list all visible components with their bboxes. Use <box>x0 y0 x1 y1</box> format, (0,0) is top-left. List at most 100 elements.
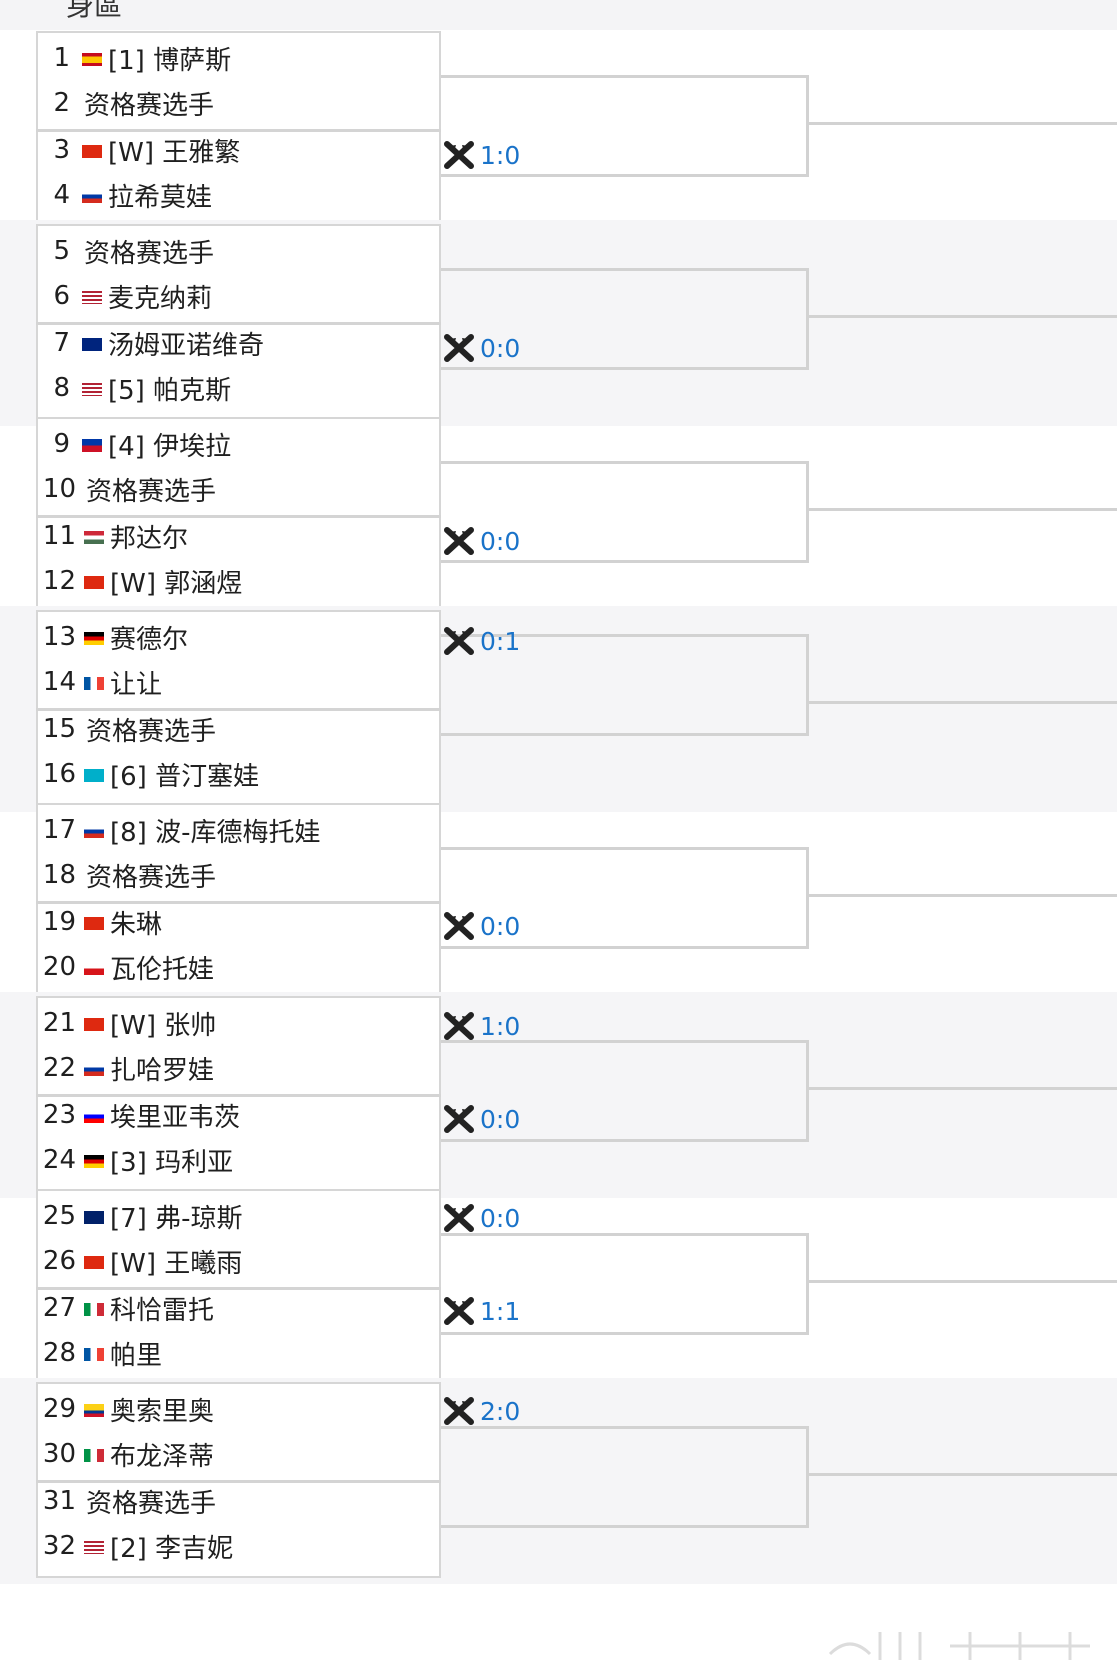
next-round-connector <box>441 634 809 736</box>
player-name: [W] 郭涵煜 <box>110 568 243 599</box>
player-name: [W] 张帅 <box>110 1010 217 1041</box>
player-name: 赛德尔 <box>110 624 189 655</box>
draw-number: 5 <box>53 236 70 266</box>
versus-icon <box>444 1105 474 1133</box>
player-row[interactable]: 16[6] 普汀塞娃 <box>38 750 438 798</box>
player-row[interactable]: 20 瓦伦托娃 <box>38 943 438 991</box>
player-row[interactable]: 21 [W] 张帅 <box>38 999 438 1047</box>
player-row[interactable]: 17[8] 波-库德梅托娃 <box>38 806 438 854</box>
connector-line <box>809 315 1117 318</box>
head-to-head-score[interactable]: 1:1 <box>444 1293 520 1329</box>
connector-line <box>809 122 1117 125</box>
head-to-head-score[interactable]: 2:0 <box>444 1393 520 1429</box>
player-row[interactable]: 9[4] 伊埃拉 <box>38 420 438 468</box>
player-name: [8] 波-库德梅托娃 <box>110 817 321 848</box>
head-to-head-score[interactable]: 1:0 <box>444 1008 520 1044</box>
draw-number: 22 <box>42 1053 76 1083</box>
player-row[interactable]: 8[5] 帕克斯 <box>38 364 438 412</box>
player-row[interactable]: 1[1] 博萨斯 <box>38 34 438 82</box>
divider <box>36 129 441 132</box>
country-flag-icon <box>84 1403 104 1417</box>
connector-line <box>809 894 1117 897</box>
versus-icon <box>444 627 474 655</box>
player-name: 帕里 <box>110 1340 163 1371</box>
draw-number: 20 <box>42 952 76 982</box>
divider <box>36 901 441 904</box>
versus-icon <box>444 334 474 362</box>
head-to-head-score[interactable]: 0:0 <box>444 1101 520 1137</box>
country-flag-icon <box>84 1062 104 1076</box>
player-name: 资格赛选手 <box>84 238 215 269</box>
head-to-head-score[interactable]: 0:1 <box>444 623 520 659</box>
score-text: 0:0 <box>480 1203 521 1233</box>
player-row[interactable]: 25[7] 弗-琼斯 <box>38 1192 438 1240</box>
country-flag-icon <box>84 1210 104 1224</box>
draw-number: 26 <box>42 1246 76 1276</box>
draw-number: 11 <box>42 521 76 551</box>
draw-number: 3 <box>53 135 70 165</box>
next-round-connector <box>441 1040 809 1142</box>
player-row[interactable]: 24[3] 玛利亚 <box>38 1136 438 1184</box>
draw-number: 15 <box>42 714 76 744</box>
connector-line <box>809 1473 1117 1476</box>
draw-number: 24 <box>42 1145 76 1175</box>
next-round-connector <box>441 1233 809 1335</box>
draw-number: 19 <box>42 907 76 937</box>
divider <box>36 1480 441 1483</box>
player-name: [2] 李吉妮 <box>110 1533 234 1564</box>
country-flag-icon <box>84 1109 104 1123</box>
head-to-head-score[interactable]: 0:0 <box>444 908 520 944</box>
player-name: 瓦伦托娃 <box>110 954 215 985</box>
draw-number: 4 <box>53 180 70 210</box>
versus-icon <box>444 1397 474 1425</box>
player-row[interactable]: 3[W] 王雅繁 <box>38 126 438 174</box>
draw-number: 2 <box>53 88 70 118</box>
country-flag-icon <box>82 382 102 396</box>
draw-number: 16 <box>42 759 76 789</box>
section-header: 身區 <box>0 0 1117 30</box>
head-to-head-score[interactable]: 0:0 <box>444 330 520 366</box>
draw-number: 25 <box>42 1201 76 1231</box>
draw-number: 6 <box>53 281 70 311</box>
draw-number: 8 <box>53 373 70 403</box>
versus-icon <box>444 912 474 940</box>
player-row[interactable]: 26[W] 王曦雨 <box>38 1237 438 1285</box>
head-to-head-score[interactable]: 1:0 <box>444 137 520 173</box>
country-flag-icon <box>82 290 102 304</box>
player-row[interactable]: 12[W] 郭涵煜 <box>38 557 438 605</box>
connector-line <box>809 508 1117 511</box>
draw-number: 21 <box>42 1008 76 1038</box>
player-name: 让让 <box>110 669 163 700</box>
country-flag-icon <box>84 575 104 589</box>
player-name: 埃里亚韦茨 <box>110 1102 241 1133</box>
divider <box>36 1094 441 1097</box>
score-text: 1:0 <box>480 140 521 170</box>
player-row[interactable]: 5 资格赛选手 <box>38 227 438 275</box>
score-text: 0:0 <box>480 333 521 363</box>
draw-number: 30 <box>42 1439 76 1469</box>
country-flag-icon <box>84 916 104 930</box>
head-to-head-score[interactable]: 0:0 <box>444 1200 520 1236</box>
head-to-head-score[interactable]: 0:0 <box>444 523 520 559</box>
watermark-icon <box>828 1632 1090 1660</box>
player-row[interactable]: 32[2] 李吉妮 <box>38 1522 438 1570</box>
divider <box>36 322 441 325</box>
